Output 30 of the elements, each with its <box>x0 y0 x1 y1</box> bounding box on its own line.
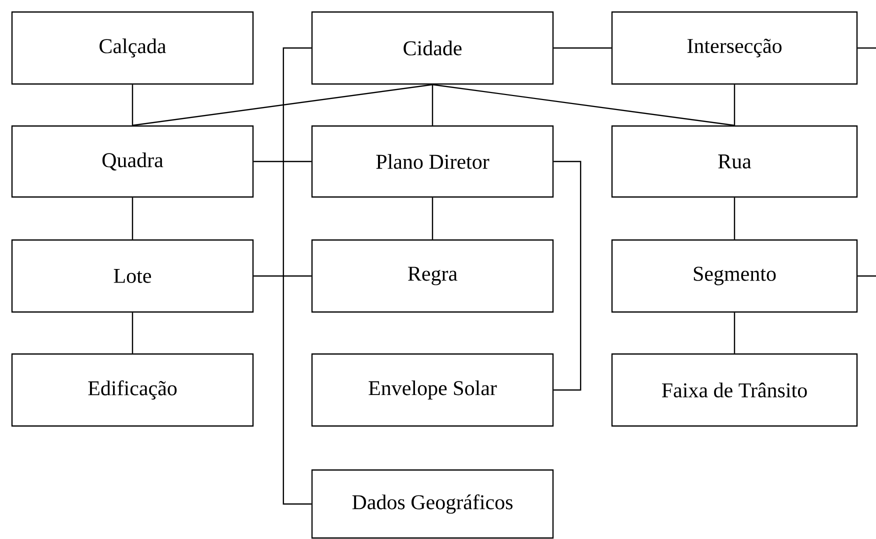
connector-line <box>254 275 312 277</box>
entity-box: Lote <box>11 239 254 313</box>
connector-line <box>132 84 134 126</box>
entity-box: Calçada <box>11 11 254 85</box>
entity-box: Dados Geográficos <box>311 469 554 539</box>
entity-box: Plano Diretor <box>311 125 554 198</box>
connector-line <box>432 84 735 126</box>
entity-box: Rua <box>611 125 858 198</box>
connector-line <box>554 47 612 49</box>
entity-box: Cidade <box>311 11 554 85</box>
entity-box: Regra <box>311 239 554 313</box>
entity-box: Quadra <box>11 125 254 198</box>
connector-line <box>132 84 433 126</box>
connector-line <box>432 198 434 240</box>
entity-box: Faixa de Trânsito <box>611 353 858 427</box>
connector-line <box>858 275 876 277</box>
connector-line <box>132 312 134 354</box>
connector-line <box>432 84 434 126</box>
connector-line <box>858 47 876 49</box>
connector-line <box>254 160 312 162</box>
connector-line <box>282 47 312 505</box>
entity-box: Segmento <box>611 239 858 313</box>
connector-line <box>554 160 582 391</box>
entity-box: Intersecção <box>611 11 858 85</box>
connector-line <box>132 198 134 240</box>
entity-box: Envelope Solar <box>311 353 554 427</box>
entity-box: Edificação <box>11 353 254 427</box>
connector-line <box>734 198 736 240</box>
connector-line <box>734 312 736 354</box>
connector-line <box>734 84 736 126</box>
